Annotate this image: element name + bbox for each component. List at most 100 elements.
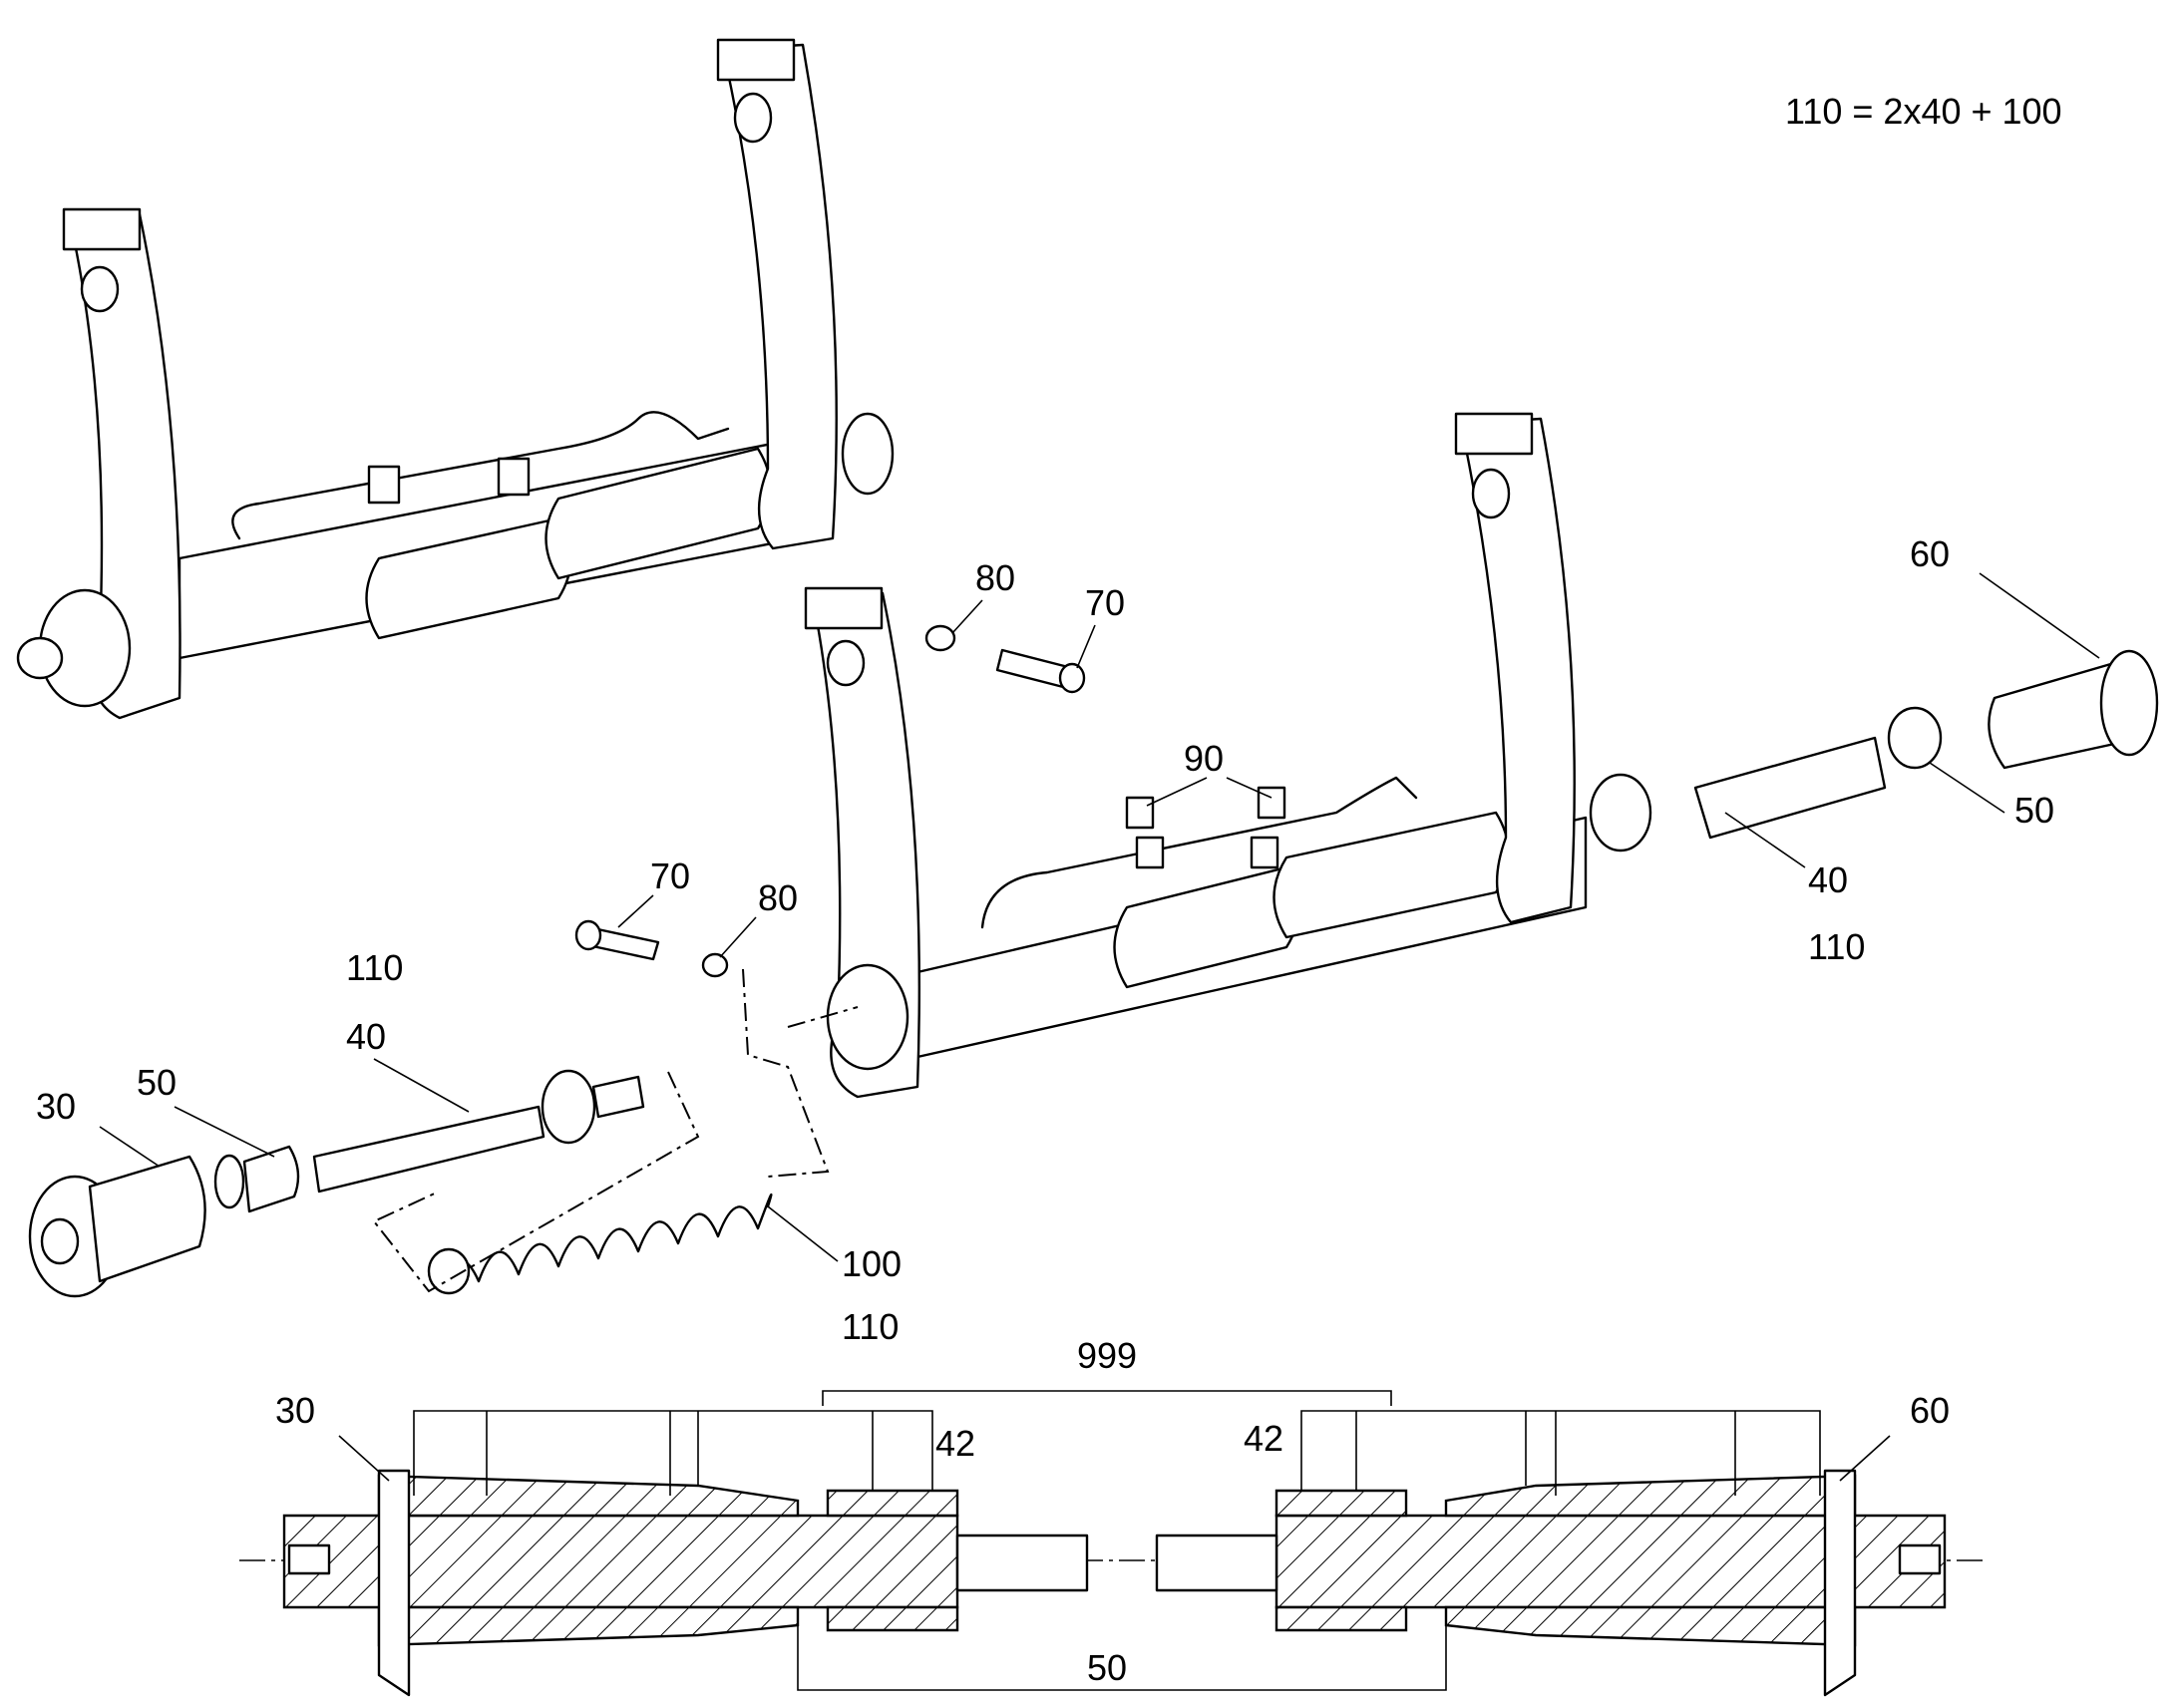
callout-40: 40 (346, 1016, 386, 1057)
bracket-50 (797, 1620, 1447, 1691)
callout-50: 50 (2014, 790, 2054, 831)
bracket-999-right (1300, 1410, 1821, 1496)
arm-hole (826, 639, 866, 687)
drawing-stroke (1146, 777, 1208, 807)
bolt-head (574, 919, 602, 951)
assembly-line (787, 1006, 859, 1028)
callout-80: 80 (975, 557, 1015, 598)
bore (1898, 1543, 1942, 1575)
drawing-stroke (338, 1435, 390, 1482)
section-right-seal-bot (1274, 1605, 1408, 1632)
end-stub (16, 636, 64, 680)
drawing-stroke (373, 1058, 470, 1113)
callout-labels: 30 50 40 110 70 80 100 110 80 70 90 60 5… (36, 533, 2054, 1688)
cap-30-bore (40, 1217, 80, 1265)
bracket-999-left (413, 1410, 933, 1496)
grease-fitting (1125, 796, 1155, 830)
callout-60: 60 (1910, 533, 1950, 574)
drawing-stroke (1979, 572, 2100, 659)
lubrication-pipe (980, 776, 1418, 929)
section-view (239, 1390, 1985, 1697)
bracket-999-left-ticks (486, 1411, 874, 1496)
cap-30-body (88, 1155, 206, 1283)
callout-60: 60 (1910, 1390, 1950, 1431)
grease-fitting (1250, 836, 1279, 869)
drawing-stroke (617, 894, 654, 928)
callout-42: 42 (935, 1423, 975, 1464)
callout-70: 70 (1085, 582, 1125, 623)
callout-50: 50 (137, 1062, 177, 1103)
callout-110: 110 (346, 947, 403, 988)
callout-110: 110 (842, 1306, 899, 1347)
drawing-stroke (951, 599, 983, 634)
callout-80: 80 (758, 877, 798, 918)
washer-80 (924, 624, 956, 652)
arm-clamp (62, 207, 142, 251)
spring-100 (437, 1194, 773, 1288)
drawing-stroke (1226, 777, 1272, 799)
drawing-stroke (99, 1126, 161, 1168)
section-right-sleeve-top (1444, 1474, 1857, 1518)
assembly-line (372, 1071, 700, 1293)
callout-50: 50 (1087, 1647, 1127, 1688)
callout-30: 30 (275, 1390, 315, 1431)
assembly-middle-right (804, 412, 2159, 1099)
end-cap (841, 412, 895, 496)
section-left-seal-top (826, 1489, 959, 1518)
exploded-left-parts (28, 919, 859, 1298)
callout-90: 90 (1184, 738, 1224, 779)
drawing-stroke (719, 916, 757, 958)
arm-hole (1471, 468, 1511, 519)
cap-60-flange-section (1823, 1469, 1857, 1697)
drawing-stroke (1076, 624, 1096, 669)
piston-tip (591, 1075, 645, 1119)
piston-40 (1693, 736, 1887, 840)
seal-ring (541, 1069, 596, 1145)
section-right-seal-top (1274, 1489, 1408, 1518)
callout-42: 42 (1244, 1418, 1283, 1459)
seal-ring (1589, 773, 1652, 853)
bracket-999 (822, 1390, 1392, 1406)
section-left-sleeve-top (377, 1474, 800, 1518)
bracket-999-right-ticks (1355, 1411, 1736, 1496)
grease-fitting (1257, 786, 1286, 820)
formula-text: 110 = 2x40 + 100 (1785, 91, 2062, 132)
arm-clamp (716, 38, 796, 82)
grease-fitting (497, 457, 531, 497)
section-left-seal-bot (826, 1605, 959, 1632)
grease-fitting (1135, 836, 1165, 869)
left-arm (811, 591, 921, 1099)
drawing-stroke (767, 1205, 839, 1262)
callout-30: 30 (36, 1086, 76, 1127)
sleeve-50 (1887, 706, 1943, 770)
callout-100: 100 (842, 1243, 902, 1284)
callout-999: 999 (1077, 1335, 1137, 1376)
right-arm (1459, 417, 1576, 924)
bore (287, 1543, 331, 1575)
section-left-tip (955, 1534, 1089, 1592)
leader-lines (99, 572, 2100, 1482)
assembly-top-left (16, 38, 895, 720)
cap-30-flange-section (377, 1469, 411, 1697)
assembly-line (742, 968, 830, 1178)
callout-110: 110 (1808, 926, 1865, 967)
arm-clamp (804, 586, 884, 630)
drawing-stroke (1929, 762, 2005, 814)
lubrication-pipe (231, 411, 730, 540)
cap-flange (2099, 649, 2159, 757)
arm-hole (80, 265, 120, 313)
section-right-tip (1155, 1534, 1278, 1592)
o-ring (213, 1154, 245, 1209)
drawing-stroke (174, 1106, 275, 1158)
spring-end (427, 1247, 471, 1295)
arm-bore (826, 963, 909, 1071)
section-left-sleeve-bot (377, 1605, 800, 1647)
drawing-stroke (1724, 812, 1806, 868)
callout-40: 40 (1808, 859, 1848, 900)
arm-hole (733, 92, 773, 144)
piston-40 (312, 1105, 545, 1194)
section-right-sleeve-bot (1444, 1605, 1857, 1647)
grease-fitting (367, 465, 401, 505)
